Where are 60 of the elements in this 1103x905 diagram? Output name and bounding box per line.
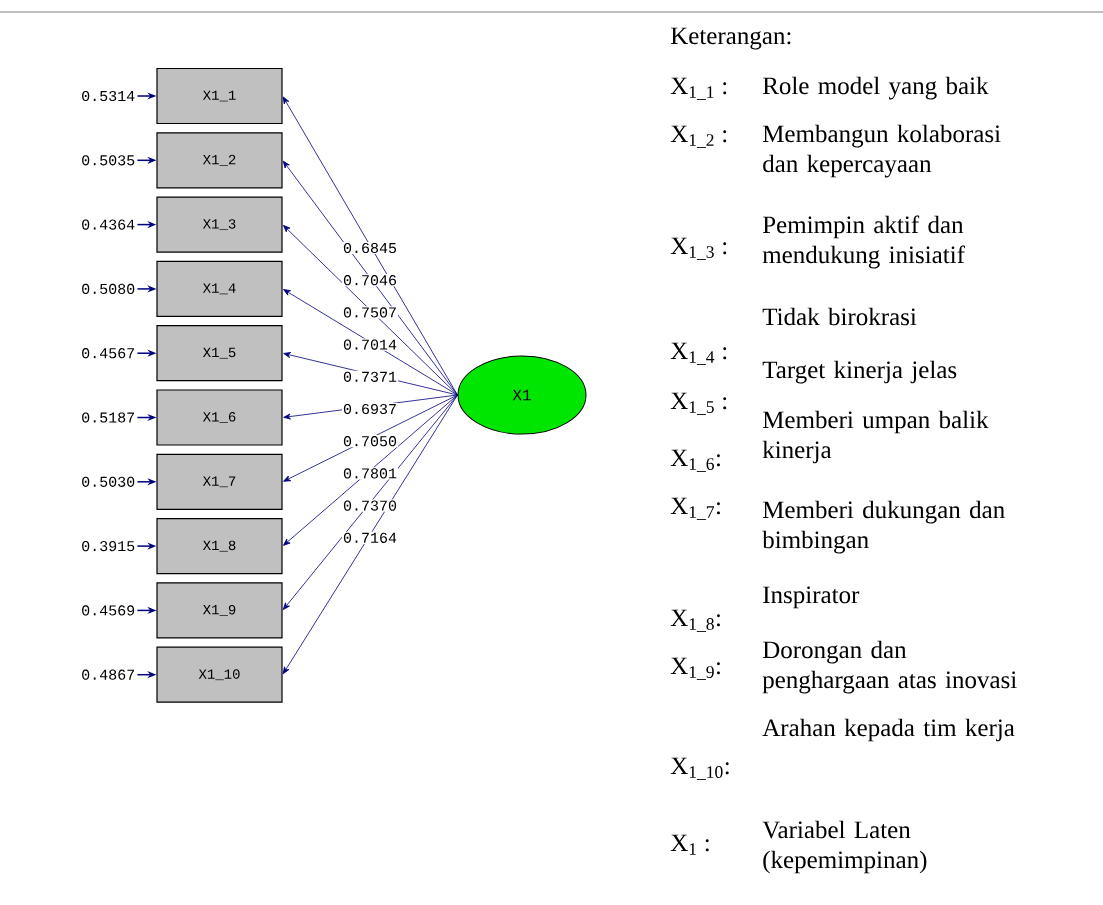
- legend-heading: Keterangan:: [670, 27, 791, 50]
- variable-description: Membangun kolaborasi dan kepercayaan: [762, 124, 1001, 178]
- variable-symbol: X$_{1}$ :: [670, 834, 709, 855]
- edge-label: 0.7164: [342, 531, 398, 544]
- edge-label: 0.7050: [342, 435, 398, 448]
- variable-description: Memberi umpan balik kinerja: [762, 410, 989, 464]
- arrow: [283, 394, 458, 546]
- variable-description: Arahan kepada tim kerja: [762, 718, 1015, 742]
- edge-label: 0.5080: [82, 283, 135, 294]
- arrow: [283, 224, 458, 396]
- arrow: [283, 289, 458, 396]
- edge-label: 0.4569: [82, 605, 135, 616]
- observed-variable-box: X1_6: [156, 389, 283, 446]
- variable-symbol: X$_{1_3}$ :: [670, 237, 727, 260]
- observed-variable-box: X1_9: [156, 582, 283, 639]
- edge-label: 0.7014: [342, 338, 398, 351]
- edge-label: 0.5187: [82, 412, 134, 423]
- edge-label: 0.6845: [342, 241, 398, 255]
- variable-symbol: X$_{1_8}$:: [670, 609, 720, 632]
- edge-label: 0.6937: [342, 402, 398, 416]
- arrow: [283, 394, 458, 482]
- variable-symbol: X$_{1_5}$ :: [670, 392, 727, 415]
- variable-symbol: X$_{1_6}$:: [670, 449, 720, 472]
- observed-variable-box: X1_4: [156, 260, 283, 317]
- variable-description: Target kinerja jelas: [762, 360, 957, 384]
- variable-description: Variabel Laten (kepemimpinan): [762, 820, 927, 874]
- edge-label: 0.4867: [82, 669, 134, 680]
- observed-variable-box: X1_5: [156, 325, 283, 382]
- arrow: [282, 394, 458, 610]
- edge-label: 0.7801: [342, 467, 398, 480]
- variable-symbol: X$_{1_2}$ :: [670, 125, 727, 148]
- edge-label: 0.5030: [82, 476, 135, 487]
- variable-symbol: X$_{1_10}$:: [670, 757, 729, 780]
- arrow: [282, 394, 458, 675]
- variable-description: Role model yang baik: [762, 76, 989, 100]
- variable-description: Dorongan dan penghargaan atas inovasi: [762, 640, 1017, 694]
- edge-label: 0.7370: [342, 499, 398, 512]
- variable-symbol: X$_{1_9}$:: [670, 657, 720, 680]
- variable-description: Inspirator: [763, 586, 860, 609]
- observed-variable-box: X1_3: [156, 196, 283, 253]
- observed-variable-box: X1_7: [156, 453, 283, 510]
- observed-variable-box: X1_2: [156, 132, 283, 189]
- observed-variable-box: X1_10: [156, 646, 283, 703]
- arrow: [282, 96, 458, 396]
- observed-variable-box: X1_1: [156, 67, 283, 125]
- edge-label: 0.7046: [342, 274, 398, 287]
- edge-label: 0.5035: [82, 155, 135, 166]
- edge-label: 0.7507: [342, 306, 398, 319]
- variable-symbol: X$_{1_1}$ :: [670, 77, 727, 100]
- edge-label: 0.4567: [82, 348, 134, 359]
- edge-label: 0.4364: [82, 219, 135, 230]
- variable-symbol: X$_{1_7}$:: [670, 497, 720, 520]
- variable-description: Pemimpin aktif dan mendukung inisiatif: [762, 215, 965, 269]
- variable-description: Memberi dukungan dan bimbingan: [762, 500, 1005, 554]
- edge-label: 0.3915: [82, 541, 135, 552]
- edge-label: 0.5314: [82, 90, 135, 102]
- variable-description: Tidak birokrasi: [762, 307, 917, 326]
- variable-symbol: X$_{1_4}$ :: [670, 342, 727, 365]
- edge-label: 0.7371: [342, 370, 398, 383]
- observed-variable-box: X1_8: [156, 518, 283, 575]
